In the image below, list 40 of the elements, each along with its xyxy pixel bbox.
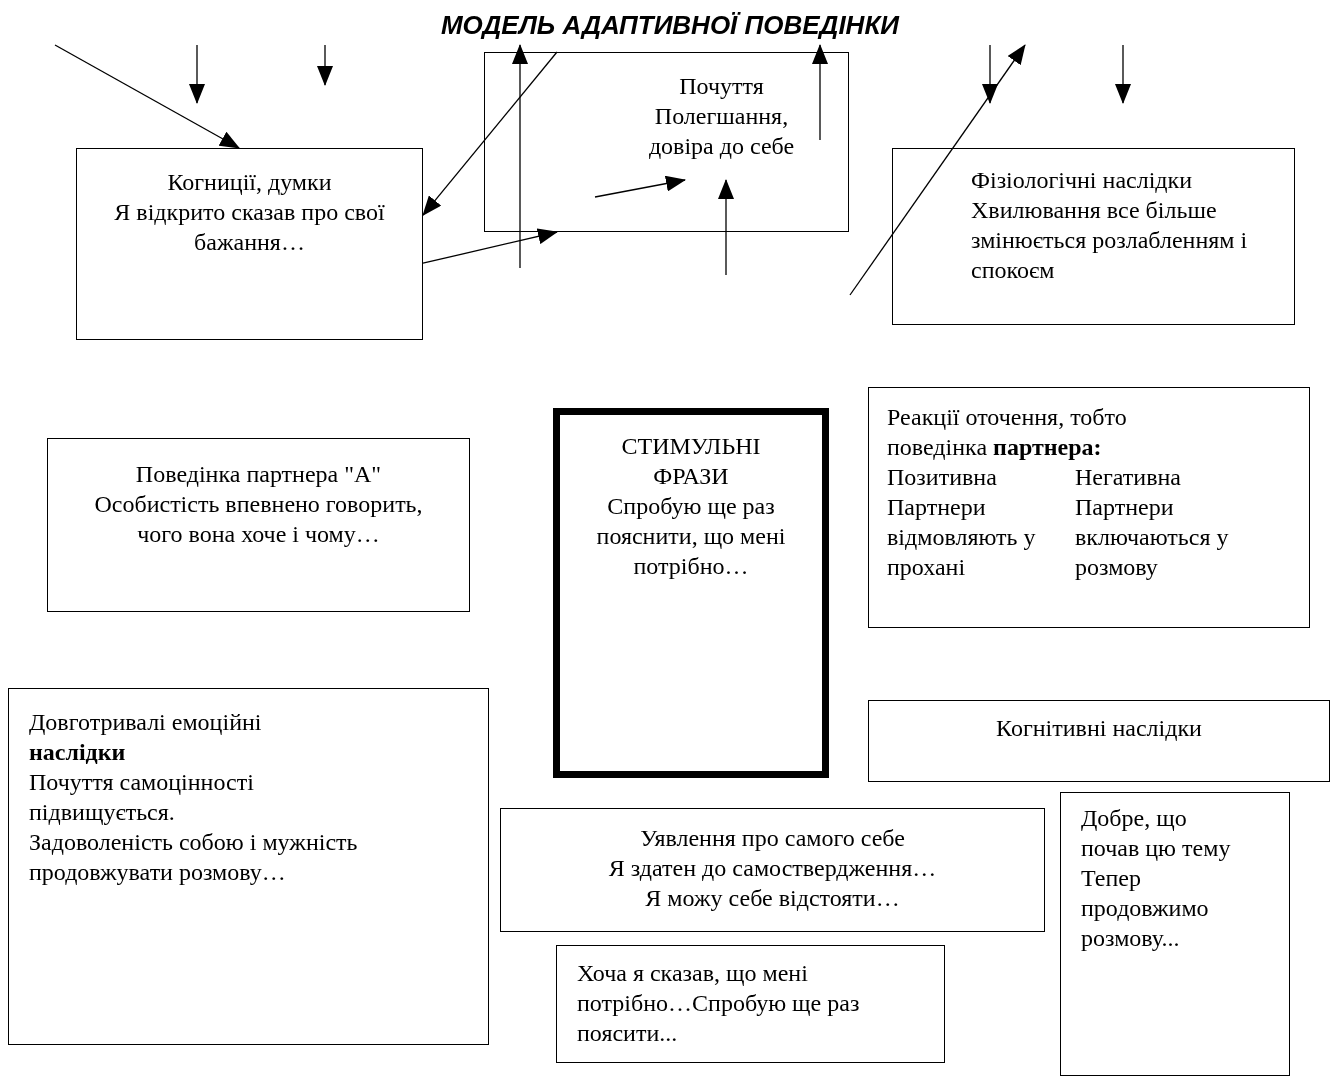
box-text: Тепер продовжимо розмову... — [1081, 864, 1210, 953]
box-text: Задоволеність собою і мужність продовжувати розмову… — [29, 828, 359, 887]
diagram-title: МОДЕЛЬ АДАПТИВНОЇ ПОВЕДІНКИ — [439, 10, 901, 41]
statement-box — [556, 945, 945, 1063]
box-text: Я відкрито сказав про свої бажання… — [113, 198, 386, 257]
thought-box — [1060, 792, 1290, 1076]
box-heading: Уявлення про самого себе — [639, 824, 906, 853]
box-heading: Хоча я сказав, що мені потрібно…Спробую ще раз поясити... — [577, 959, 861, 1048]
partner-behavior-box — [47, 438, 470, 612]
self-image-box — [500, 808, 1045, 932]
arrow — [422, 51, 558, 216]
reactions-box — [868, 387, 1310, 628]
box-text: Почуття самоцінності підвищується. — [29, 768, 255, 827]
box-text: Позитивна — [887, 463, 998, 492]
arrow — [54, 44, 240, 149]
box-text: Я здатен до самоствердження… — [607, 854, 938, 883]
feelings-box — [484, 52, 849, 232]
box-heading: Фізіологічні наслідки — [971, 166, 1194, 195]
box-heading: Когниції, думки — [166, 168, 333, 197]
box-heading: СТИМУЛЬНІ ФРАЗИ — [620, 432, 762, 491]
arrow — [422, 228, 558, 264]
box-heading: Добре, що почав цю тему — [1081, 804, 1231, 863]
box-heading: Когнітивні наслідки — [995, 714, 1203, 743]
box-text: Спробую ще раз пояснити, що мені потрібно… — [595, 492, 787, 581]
box-text: Партнери включаються у розмову — [1075, 493, 1230, 582]
cognitions-box — [76, 148, 423, 340]
box-heading: Почуття — [678, 72, 765, 101]
box-text: Негативна — [1075, 463, 1183, 492]
box-heading: Реакції оточення, тобто поведінка партнера: — [887, 403, 1128, 462]
box-heading: Поведінка партнера "А" — [134, 460, 383, 489]
box-text: Особистість впевнено говорить, чого вона хоче і чому… — [93, 490, 424, 549]
cognitive-consequences-box — [868, 700, 1330, 782]
box-text: Партнери відмовляють у прохані — [887, 493, 1037, 582]
box-text: Полегшання, довіра до себе — [647, 102, 796, 161]
box-heading: Довготривалі емоційні наслідки — [29, 708, 263, 767]
emotional-consequences-box — [8, 688, 489, 1045]
box-text: Я можу себе відстояти… — [644, 884, 901, 913]
stimulus-phrases-box — [553, 408, 829, 778]
physiology-box — [892, 148, 1295, 325]
box-text: Хвилювання все більше змінюється розлабленням і спокоєм — [971, 196, 1249, 285]
